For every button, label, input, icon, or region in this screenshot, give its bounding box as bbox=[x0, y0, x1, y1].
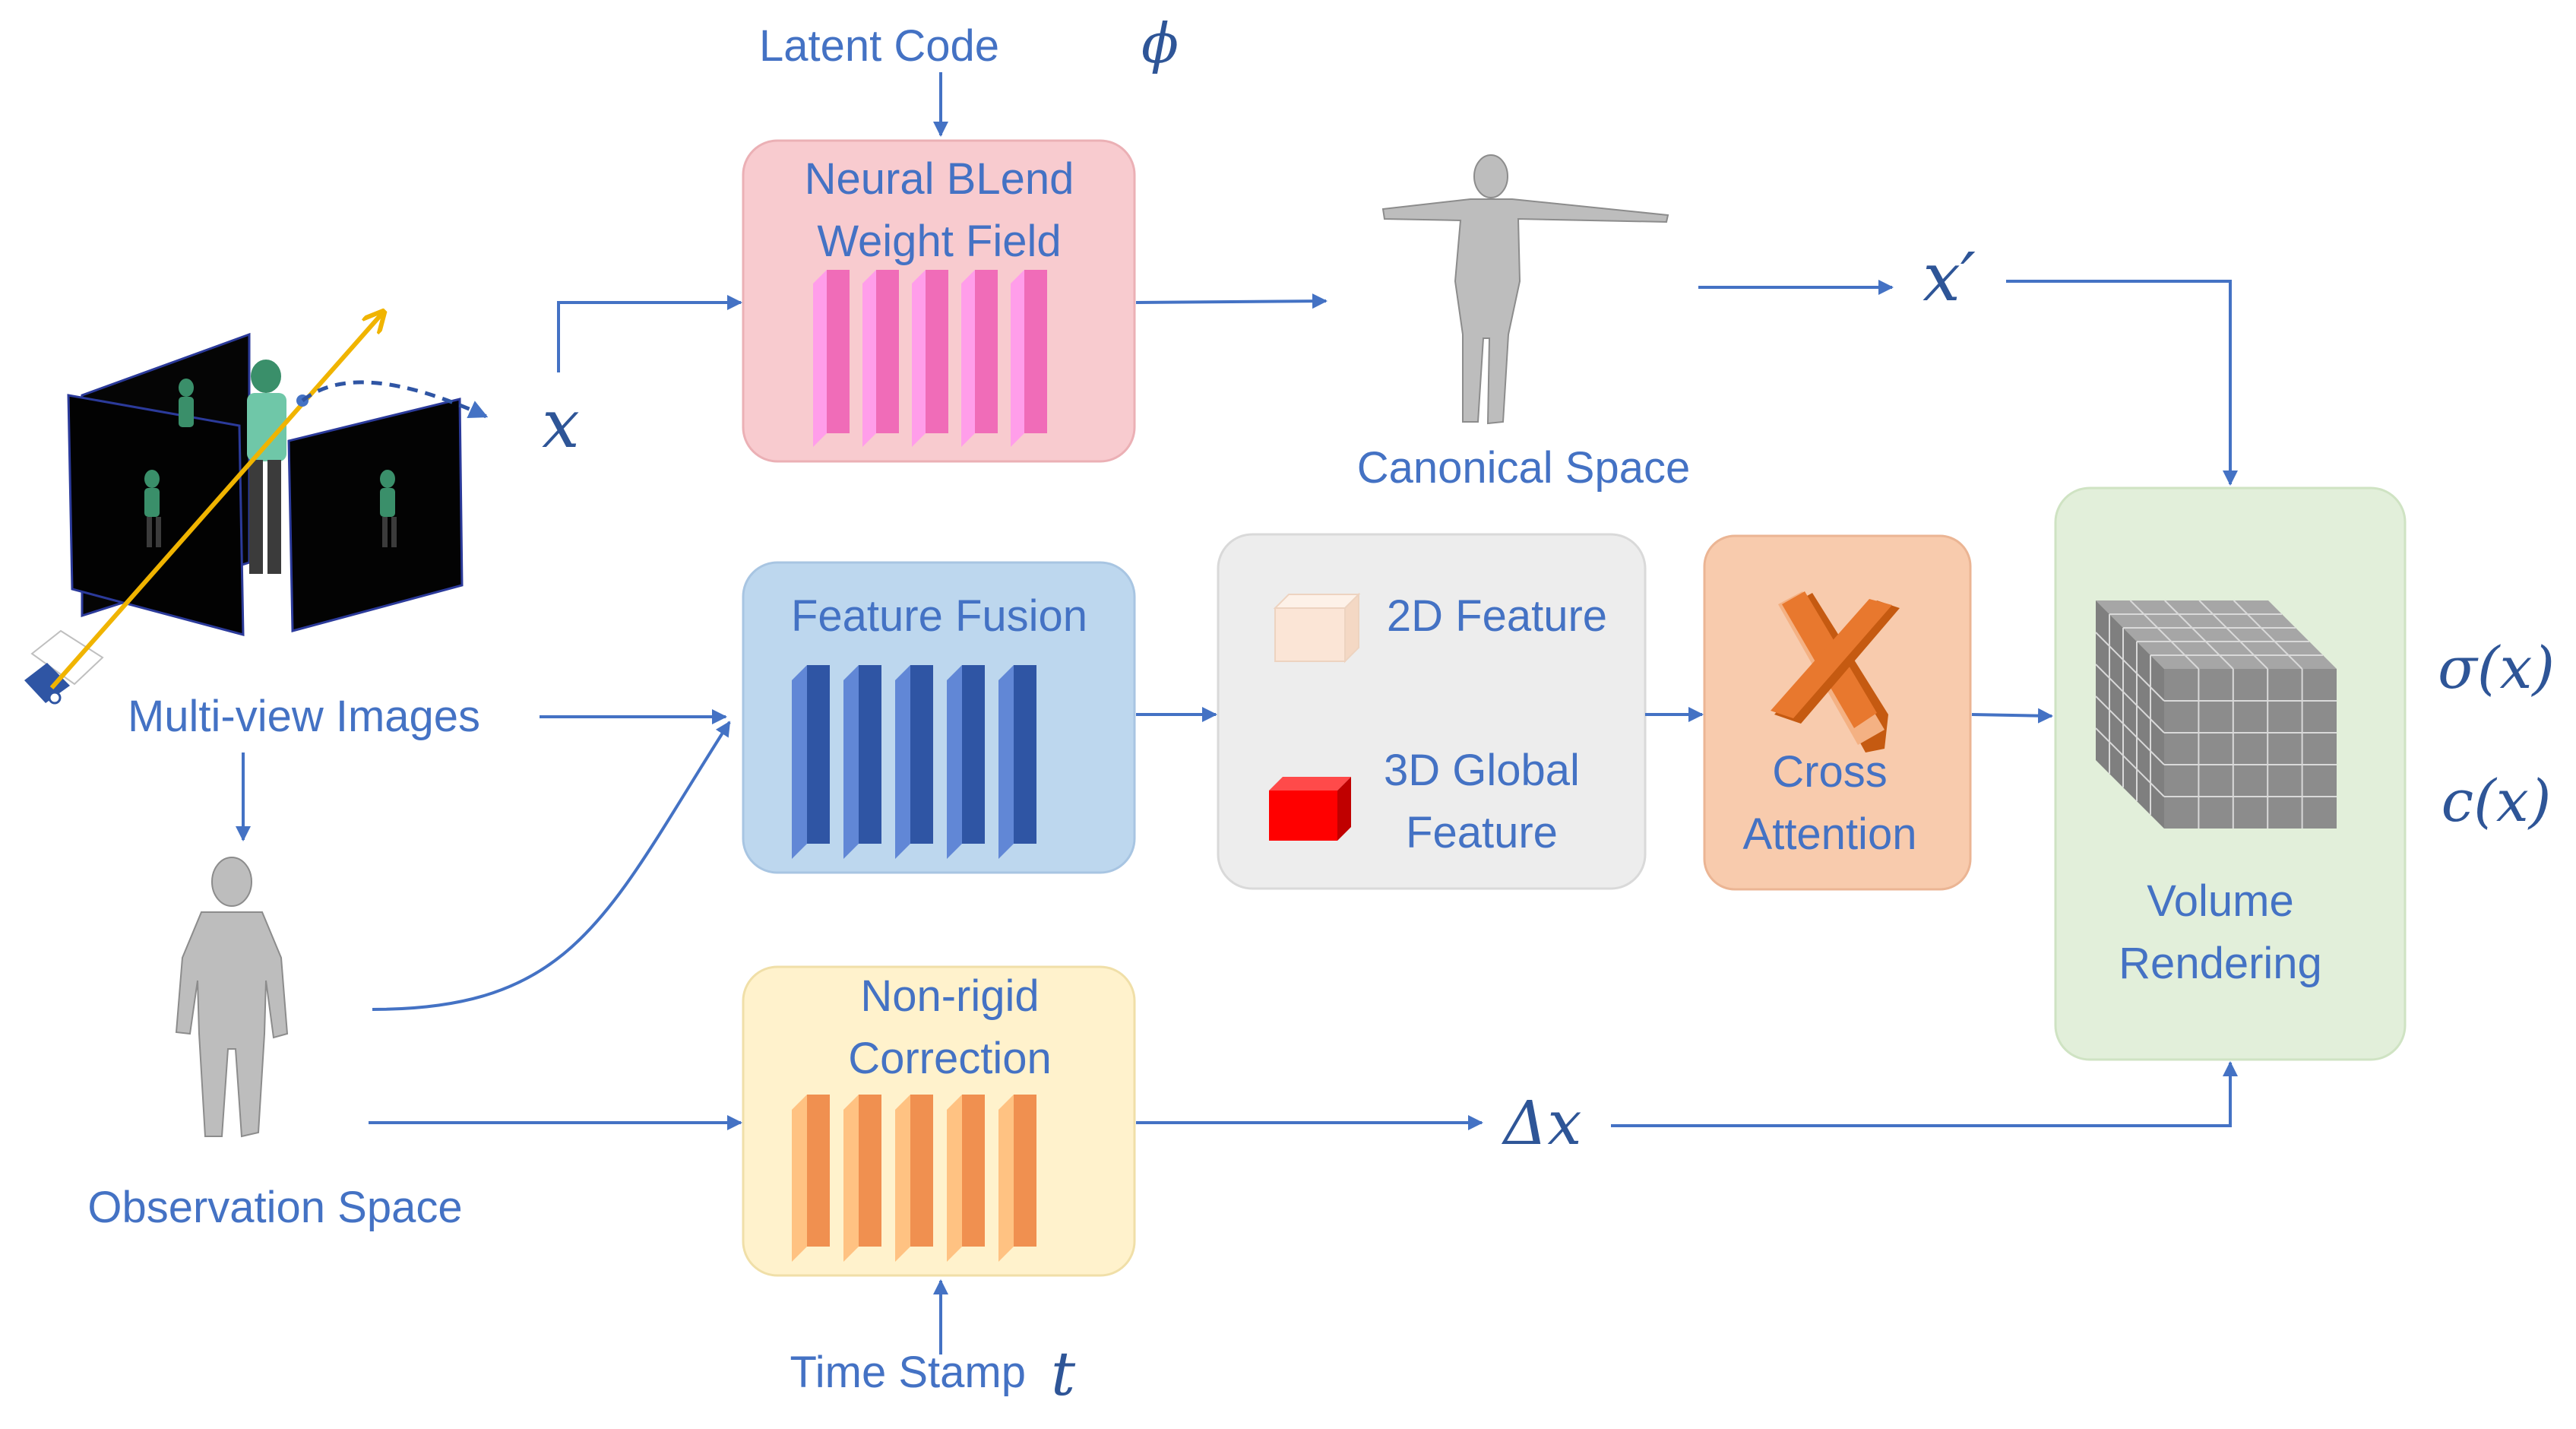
cross-attention-line1: Cross bbox=[1772, 747, 1887, 797]
nbw-layer bbox=[975, 270, 998, 433]
nonrigid-layer bbox=[962, 1095, 985, 1247]
latent-symbol: ϕ bbox=[1141, 11, 1179, 75]
fusion-layer-side bbox=[998, 665, 1014, 859]
feature-2d-cube-icon bbox=[1273, 592, 1361, 664]
nonrigid-box bbox=[742, 965, 1136, 1277]
x-prime-symbol: x′ bbox=[1923, 238, 1976, 316]
cross-attention-box bbox=[1703, 534, 1972, 891]
nonrigid-layer-side bbox=[947, 1095, 962, 1262]
nbw-layer-side bbox=[912, 270, 926, 447]
fusion-layer bbox=[1014, 665, 1036, 844]
nonrigid-layer bbox=[1014, 1095, 1036, 1247]
volume-grid-line bbox=[2129, 600, 2200, 670]
nonrigid-layer-side bbox=[843, 1095, 859, 1262]
volume-grid-line bbox=[2095, 695, 2165, 765]
canonical-space-label: Canonical Space bbox=[1357, 443, 1691, 493]
volume-grid-line bbox=[2164, 600, 2234, 670]
nbw-layer-stack bbox=[813, 270, 1047, 447]
fusion-layer bbox=[859, 665, 881, 844]
latent-code-label: Latent Code bbox=[759, 21, 999, 71]
volume-grid-line bbox=[2095, 632, 2165, 702]
sigma-output: σ(x) bbox=[2438, 634, 2555, 702]
nbw-layer-side bbox=[1011, 270, 1024, 447]
volume-rendering-line1: Volume bbox=[2147, 876, 2293, 926]
observation-space-label: Observation Space bbox=[87, 1183, 462, 1232]
observation-body-icon bbox=[175, 857, 289, 1138]
delta-x-symbol: Δx bbox=[1502, 1088, 1582, 1158]
nonrigid-layer bbox=[807, 1095, 830, 1247]
cross-attention-line2: Attention bbox=[1743, 810, 1917, 859]
volume-grid-line bbox=[2095, 727, 2165, 797]
time-symbol: t bbox=[1051, 1339, 1076, 1409]
nonrigid-layer bbox=[910, 1095, 933, 1247]
nbw-layer bbox=[926, 270, 948, 433]
fusion-layer-stack bbox=[792, 665, 1036, 859]
fusion-layer bbox=[910, 665, 933, 844]
nonrigid-title-line1: Non-rigid bbox=[860, 971, 1039, 1021]
nonrigid-layer-side bbox=[998, 1095, 1014, 1262]
fusion-layer-side bbox=[792, 665, 807, 859]
nbw-title-line2: Weight Field bbox=[817, 217, 1061, 266]
fusion-layer bbox=[807, 665, 830, 844]
multiview-images-icon bbox=[24, 312, 489, 705]
nbw-layer bbox=[1024, 270, 1047, 433]
nbw-layer-side bbox=[813, 270, 827, 447]
nbw-layer-side bbox=[862, 270, 876, 447]
feature-fusion-title: Feature Fusion bbox=[791, 591, 1087, 641]
volume-rendering-line2: Rendering bbox=[2119, 939, 2322, 988]
arrows bbox=[236, 72, 2238, 1355]
canonical-body-icon bbox=[1381, 154, 1669, 425]
feature-3d-label-line2: Feature bbox=[1406, 808, 1558, 857]
volume-grid-line bbox=[2095, 664, 2165, 734]
nbw-layer-side bbox=[961, 270, 975, 447]
nonrigid-layer-side bbox=[895, 1095, 910, 1262]
nonrigid-layer-stack bbox=[792, 1095, 1036, 1262]
feature-2d-label: 2D Feature bbox=[1387, 591, 1607, 641]
fusion-layer-side bbox=[895, 665, 910, 859]
nbw-layer bbox=[827, 270, 850, 433]
x-symbol: x bbox=[542, 385, 580, 463]
volume-grid-line bbox=[2233, 600, 2303, 670]
nbw-layer bbox=[876, 270, 899, 433]
cross-attention-icon bbox=[1771, 591, 1900, 753]
feature-3d-label-line1: 3D Global bbox=[1384, 746, 1580, 795]
nonrigid-title-line2: Correction bbox=[848, 1034, 1052, 1083]
nonrigid-layer-side bbox=[792, 1095, 807, 1262]
fusion-layer-side bbox=[843, 665, 859, 859]
fusion-layer-side bbox=[947, 665, 962, 859]
volume-cube-icon bbox=[2095, 600, 2337, 829]
volume-grid-line bbox=[2198, 600, 2268, 670]
fusion-box bbox=[742, 561, 1136, 874]
multiview-images-label: Multi-view Images bbox=[128, 692, 480, 741]
color-output: c(x) bbox=[2442, 767, 2552, 835]
feature-3d-cube-icon bbox=[1269, 777, 1351, 841]
nbw-title-line1: Neural BLend bbox=[805, 154, 1074, 204]
nonrigid-layer bbox=[859, 1095, 881, 1247]
time-stamp-label: Time Stamp bbox=[790, 1348, 1026, 1397]
fusion-layer bbox=[962, 665, 985, 844]
